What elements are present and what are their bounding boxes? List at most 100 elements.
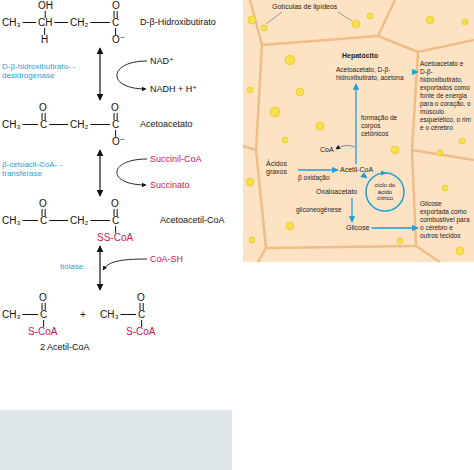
cofactor-arrow xyxy=(117,61,147,89)
bond-line xyxy=(45,11,46,18)
atom-label: C xyxy=(138,309,145,320)
bond-line xyxy=(45,113,46,120)
atom-label: SS-CoA xyxy=(97,232,133,243)
node-text: D-β-Hidroxibutirato xyxy=(140,17,370,28)
atom-label: C xyxy=(40,309,47,320)
enzyme-label: β-cetoacil-CoA- -transferase xyxy=(2,160,96,178)
lipid-droplet xyxy=(426,16,434,24)
node-text: Glicose xyxy=(346,224,369,232)
bond-line xyxy=(44,28,45,35)
reaction-arrow xyxy=(298,169,338,170)
annotation: gliconeogênese xyxy=(296,206,348,214)
atom-label: S-CoA xyxy=(126,326,155,337)
node-text: Acetoacetato xyxy=(140,119,370,130)
atom-label: CH₃ xyxy=(2,215,21,226)
lipid-droplet xyxy=(249,237,255,243)
leader-line xyxy=(338,12,352,21)
cofactor-label: CoA-SH xyxy=(150,254,183,265)
lipid-droplet xyxy=(391,146,399,154)
atom-label: O xyxy=(112,0,120,11)
export-note: Glicose exportada como combustível para … xyxy=(420,200,472,240)
atom-label: O xyxy=(39,198,47,209)
cofactor-label: NADH + H⁺ xyxy=(150,84,197,95)
lipid-droplet xyxy=(316,122,324,130)
lipid-droplet xyxy=(397,238,403,244)
node-text: Acetil-CoA xyxy=(340,166,373,174)
leader-lines xyxy=(266,12,352,24)
lipid-droplet xyxy=(296,88,304,96)
bond-line xyxy=(45,209,46,216)
node-text: ciclo do ácido cítrico xyxy=(370,182,400,202)
lipid-droplet xyxy=(459,138,465,144)
atom-label: S-CoA xyxy=(28,326,57,337)
cofactor-arrow xyxy=(117,159,147,185)
atom-label: C xyxy=(112,119,119,130)
cell-border xyxy=(418,40,474,52)
bond-line xyxy=(143,303,144,310)
enzyme-label: tiolase xyxy=(60,262,83,271)
lipid-droplet xyxy=(437,150,443,156)
bond-line xyxy=(90,22,110,23)
lipid-droplet xyxy=(247,87,253,93)
reaction-arrow xyxy=(412,71,418,72)
bond-line xyxy=(141,320,142,327)
lipid-droplet xyxy=(456,247,464,255)
node-text: Acetoacetato e D-β-hidroxibutirato, expo… xyxy=(420,60,472,132)
bond-line xyxy=(115,226,116,233)
atom-label: CH₃ xyxy=(2,17,21,28)
bond-line xyxy=(117,209,118,216)
atom-label: CH₂ xyxy=(70,17,88,28)
lipid-droplet xyxy=(286,222,294,230)
bond-line xyxy=(114,11,115,18)
bond-line xyxy=(45,303,46,310)
atom-label: C xyxy=(112,17,119,28)
cell-border xyxy=(258,248,266,262)
lipid-droplet xyxy=(352,20,360,28)
atom-label: O xyxy=(111,198,119,209)
atom-label: O xyxy=(111,102,119,113)
bond-line xyxy=(121,314,136,315)
bond-line xyxy=(117,113,118,120)
bond-line xyxy=(115,28,116,35)
atom-label: CH₃ xyxy=(2,119,21,130)
bond-line xyxy=(140,303,141,310)
bond-line xyxy=(43,320,44,327)
compound-node: 2 Acetil-CoA xyxy=(0,292,230,356)
bond-line xyxy=(42,209,43,216)
node-text: 2 Acetil-CoA xyxy=(40,342,270,353)
metabolite-node: Acetil-CoA xyxy=(340,166,373,174)
atom-label: H xyxy=(41,34,48,45)
bond-line xyxy=(42,113,43,120)
atom-label: O⁻ xyxy=(112,136,125,147)
atom-label: CH₃ xyxy=(2,309,21,320)
reaction-arrow xyxy=(351,198,352,222)
atom-label: CH₃ xyxy=(100,309,119,320)
cycle-ring xyxy=(366,173,404,211)
bond-line xyxy=(114,113,115,120)
lipid-droplet xyxy=(270,107,280,117)
cell-region: HepatócitoAcetoacetato, D-β-hidroxibutir… xyxy=(256,36,418,248)
reaction-arrow xyxy=(355,84,356,164)
atom-label: O xyxy=(39,102,47,113)
atom-label: O xyxy=(39,292,47,303)
cycle-circle: ciclo do ácido cítrico xyxy=(364,171,406,213)
bond-line xyxy=(23,220,38,221)
metabolite-node: Oxaloacetato xyxy=(316,188,357,196)
atom-label: C xyxy=(40,119,47,130)
atom-label: OH xyxy=(38,0,53,11)
cofactor-label: Succinato xyxy=(150,180,190,191)
atom-label: O⁻ xyxy=(112,34,125,45)
node-text: Oxaloacetato xyxy=(316,188,357,196)
hepatocyte-outline xyxy=(256,36,418,248)
lipid-droplet xyxy=(282,137,288,143)
bond-line xyxy=(23,314,38,315)
bond-line xyxy=(23,124,38,125)
lipid-droplet xyxy=(246,178,254,186)
bond-line xyxy=(42,303,43,310)
atom-label: CH xyxy=(38,17,52,28)
bond-line xyxy=(23,22,36,23)
tissue-ground xyxy=(243,0,474,262)
reaction-arrow xyxy=(371,227,418,228)
bond-line xyxy=(54,22,68,23)
